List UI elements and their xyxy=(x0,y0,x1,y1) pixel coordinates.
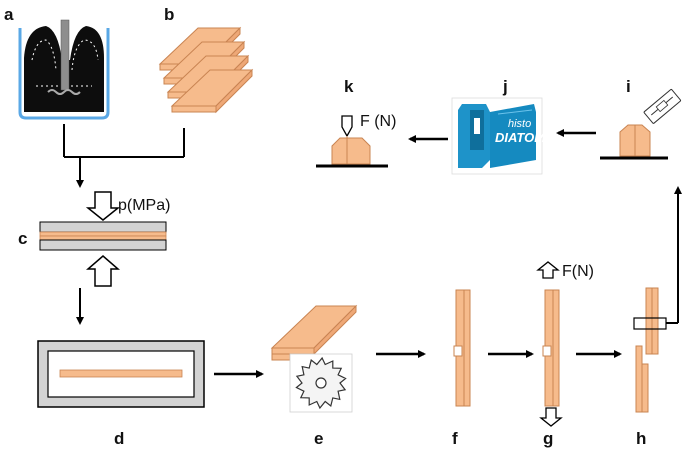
label-h: h xyxy=(636,429,646,448)
label-d: d xyxy=(114,429,124,448)
pressure-label: p(MPa) xyxy=(118,197,170,214)
panel-d-mold xyxy=(37,340,205,408)
label-a: a xyxy=(4,5,14,24)
panel-h-broken xyxy=(633,287,667,413)
panel-k-indentation xyxy=(316,115,388,168)
label-c: c xyxy=(18,229,27,248)
logo-histo: histo xyxy=(508,118,531,130)
panel-i-trimming xyxy=(600,88,682,160)
label-g: g xyxy=(543,429,553,448)
razor-blade-icon xyxy=(643,88,682,124)
label-i: i xyxy=(626,77,631,96)
label-e: e xyxy=(314,429,323,448)
label-k: k xyxy=(344,77,354,96)
panel-c-press xyxy=(39,191,167,287)
panel-b-sheets xyxy=(158,26,254,114)
connector-h-i xyxy=(666,186,682,324)
label-b: b xyxy=(164,5,174,24)
force-k-label: F (N) xyxy=(360,113,396,130)
panel-f-specimen xyxy=(453,289,471,407)
panel-g-tensile xyxy=(536,261,563,427)
panel-e-cutting xyxy=(270,304,358,413)
panel-a-beaker xyxy=(18,19,110,120)
label-j: j xyxy=(502,77,508,96)
label-f: f xyxy=(452,429,458,448)
panel-j-microtome: histo DIATOME xyxy=(451,97,554,175)
merge-connector xyxy=(63,124,185,188)
logo-diatome: DIATOME xyxy=(495,130,554,145)
force-g-label: F(N) xyxy=(562,263,594,280)
